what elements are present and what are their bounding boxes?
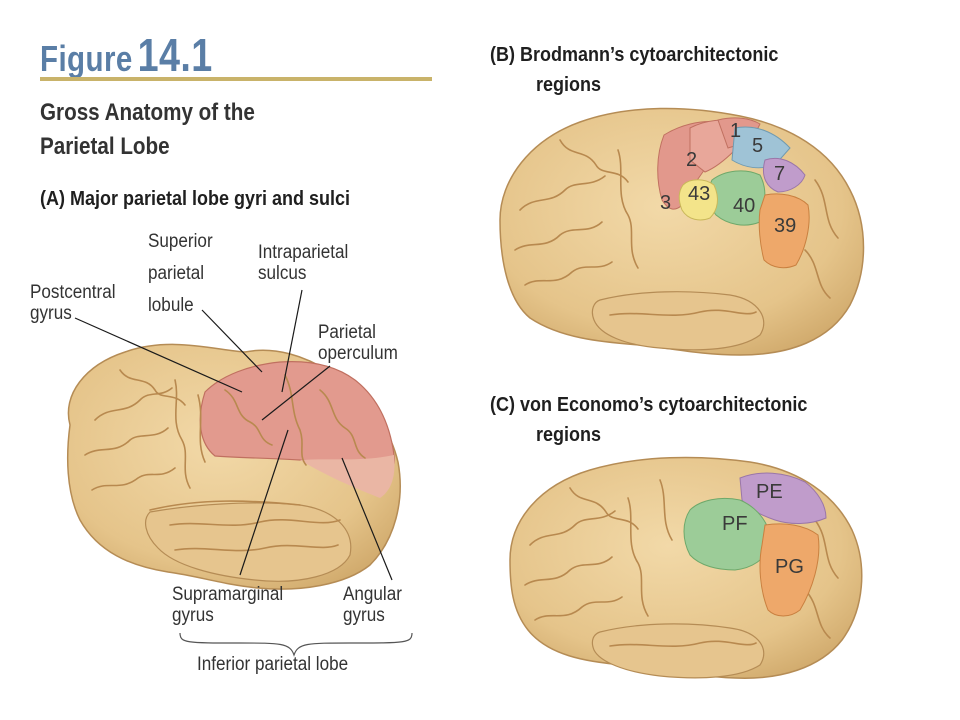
label-supra-line-2: gyrus [172, 605, 214, 626]
economo-labels: PE PF PG [722, 481, 804, 578]
region-c-pf [683, 497, 771, 571]
brain-a [67, 343, 401, 590]
brain-a-angular-region [300, 455, 395, 498]
title-rule [40, 77, 432, 81]
brain-c-gyri [524, 479, 839, 648]
region-b-39 [758, 193, 810, 269]
region-b-43 [678, 179, 718, 221]
region-label-pg: PG [775, 556, 804, 578]
panel-c-label-line-1: (C) von Economo’s cytoarchitectonic [490, 394, 808, 416]
label-inferior-parietal-lobe: Inferior parietal lobe [197, 654, 349, 675]
panel-a-label: (A) Major parietal lobe gyri and sulci [40, 188, 351, 210]
label-superior-line-3: lobule [148, 295, 194, 316]
figure-word: Figure [40, 38, 133, 79]
label-superior-line-2: parietal [148, 263, 205, 284]
label-intra-line-1: Intraparietal [258, 242, 349, 263]
label-angular-gyrus: Angular gyrus [343, 584, 402, 626]
label-operc-line-2: operculum [318, 343, 398, 364]
label-superior-line-1: Superior [148, 231, 213, 252]
inferior-parietal-brace [179, 632, 413, 657]
brain-b-gyri [514, 139, 839, 317]
region-c-pg [759, 523, 820, 617]
region-label-pe: PE [756, 481, 783, 503]
region-label-1: 1 [730, 120, 741, 142]
label-intra-line-2: sulcus [258, 263, 307, 284]
label-parietal-operculum: Parietal operculum [318, 322, 398, 364]
region-label-7: 7 [774, 163, 785, 185]
label-supramarginal-gyrus: Supramarginal gyrus [172, 584, 283, 626]
label-angular-line-1: Angular [343, 584, 402, 605]
region-label-39: 39 [774, 215, 796, 237]
panel-b-label-line-2: regions [536, 74, 602, 96]
brain-a-gyri [84, 369, 366, 552]
brain-c-temporal-lobe [591, 623, 765, 679]
region-label-pf: PF [722, 513, 748, 535]
label-supra-line-1: Supramarginal [172, 584, 284, 605]
region-label-43: 43 [688, 183, 710, 205]
label-post-line-1: Postcentral [30, 282, 116, 303]
figure-title-line-1: Gross Anatomy of the [40, 99, 255, 126]
brodmann-numbers: 1 2 3 5 7 43 40 39 [660, 120, 796, 237]
region-label-2: 2 [686, 149, 697, 171]
region-label-40: 40 [733, 195, 755, 217]
label-superior-parietal-lobule: Superior parietal lobule [148, 231, 213, 316]
region-label-3: 3 [660, 192, 671, 214]
brain-c [509, 456, 863, 679]
label-intraparietal-sulcus: Intraparietal sulcus [258, 242, 348, 284]
figure-title: Gross Anatomy of the Parietal Lobe [40, 96, 298, 164]
panel-a-leader-lines [74, 289, 393, 581]
label-post-line-2: gyrus [30, 303, 72, 324]
brain-b [499, 107, 865, 356]
panel-c-label-line-2: regions [536, 424, 602, 446]
figure-title-line-2: Parietal Lobe [40, 133, 170, 160]
panel-b-label-line-1: (B) Brodmann’s cytoarchitectonic [490, 44, 779, 66]
region-b-7 [763, 157, 806, 193]
label-operc-line-1: Parietal [318, 322, 376, 343]
figure-number: 14.1 [137, 29, 213, 81]
brain-a-temporal-lobe [144, 502, 352, 582]
label-postcentral-gyrus: Postcentral gyrus [30, 282, 116, 324]
brain-b-temporal-lobe [591, 291, 765, 351]
region-label-5: 5 [752, 135, 763, 157]
label-angular-line-2: gyrus [343, 605, 385, 626]
